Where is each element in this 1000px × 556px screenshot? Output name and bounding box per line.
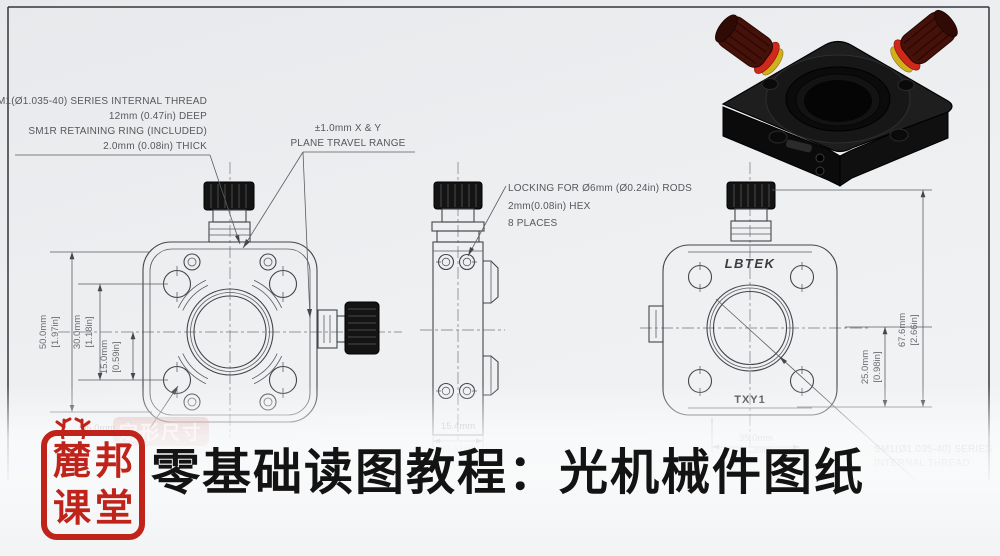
note-line: ±1.0mm X & Y <box>315 123 382 134</box>
stamp-char: 麓 <box>52 440 91 483</box>
dim-label: [0.59in] <box>111 341 122 372</box>
note-travel-range: ±1.0mm X & Y PLANE TRAVEL RANGE <box>242 123 415 319</box>
front-view <box>58 162 402 438</box>
dim-label: 25.0mm <box>860 350 871 384</box>
note-line: LOCKING FOR Ø6mm (Ø0.24in) RODS <box>508 183 692 194</box>
page-title: 零基础读图教程：光机械件图纸 <box>151 446 866 500</box>
note-sm1-thread: SM1(Ø1.035-40) SERIES INTERNAL THREAD 12… <box>0 96 241 245</box>
note-line: SM1(Ø1.035-40) SERIES <box>874 444 992 455</box>
back-view: LBTEK TXY1 <box>640 162 916 481</box>
note-line: 2.0mm (0.08in) THICK <box>103 141 207 152</box>
dim-label: [2.66in] <box>909 314 920 345</box>
stamp-char: 堂 <box>94 487 133 530</box>
channel-stamp: 麓 邦 课 堂 <box>41 417 145 540</box>
note-line: SM1(Ø1.035-40) SERIES INTERNAL THREAD <box>0 96 207 107</box>
knob-3d-left <box>715 14 784 76</box>
model-label: TXY1 <box>734 394 766 406</box>
dim-label: [1.97in] <box>50 316 61 347</box>
note-line: 8 PLACES <box>508 218 558 229</box>
note-line: 2mm(0.08in) HEX <box>508 201 591 212</box>
brand-label: LBTEK <box>725 256 776 271</box>
dimensions-right: 67.6mm [2.66in] 25.0mm [0.98in] <box>772 189 932 408</box>
dim-label: [1.18in] <box>84 316 95 347</box>
dim-label: 35.0mm <box>739 433 773 444</box>
note-line: 12mm (0.47in) DEEP <box>109 111 207 122</box>
stamp-char: 邦 <box>94 440 133 483</box>
dim-label: 30.0mm <box>72 315 83 349</box>
note-locking: LOCKING FOR Ø6mm (Ø0.24in) RODS 2mm(0.08… <box>467 183 692 257</box>
dim-label: 50.0mm <box>38 315 49 349</box>
dim-label: 15.0mm <box>99 340 110 374</box>
note-line: INTERNAL THREAD <box>874 458 970 469</box>
stamp-char: 课 <box>52 487 91 530</box>
knob-3d-right <box>890 9 958 73</box>
note-line: PLANE TRAVEL RANGE <box>290 138 405 149</box>
dim-label: 15.4mm <box>441 421 475 432</box>
side-view <box>420 162 505 440</box>
antlers-icon <box>55 417 91 439</box>
dim-label: [0.98in] <box>872 351 883 382</box>
note-line: SM1R RETAINING RING (INCLUDED) <box>28 126 207 137</box>
product-3d-render <box>715 9 958 187</box>
dim-label: 67.6mm <box>897 313 908 347</box>
